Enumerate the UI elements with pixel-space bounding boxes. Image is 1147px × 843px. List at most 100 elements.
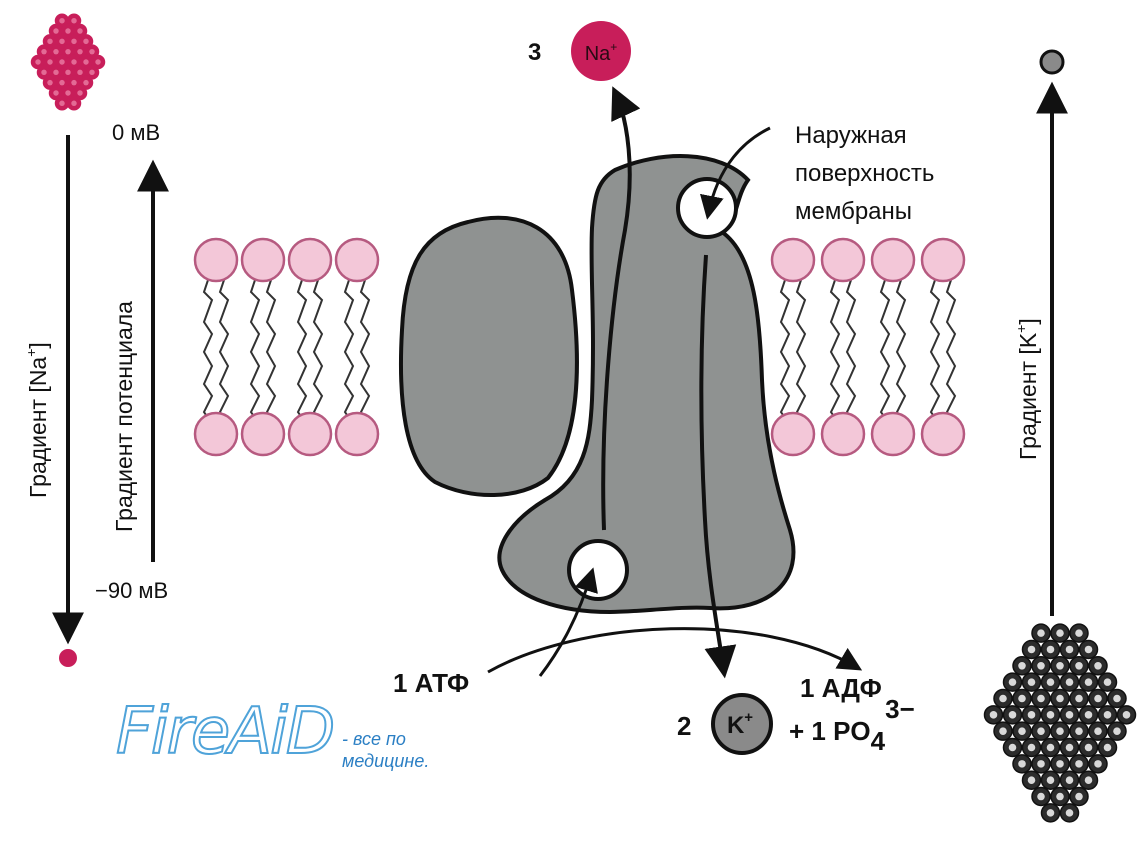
sodium-ion-dot-highlight: [65, 70, 70, 75]
lipid-head-top: [772, 239, 814, 281]
sodium-ion-dot-highlight: [53, 49, 58, 54]
outer-surface-label: Наружная поверхность мембраны: [795, 122, 941, 225]
sodium-ion-dot-highlight: [53, 28, 58, 33]
potassium-ion-dot-highlight: [1037, 629, 1045, 637]
adp-label: 1 АДФ: [800, 673, 882, 703]
potassium-gradient-label: Градиент [K+]: [1013, 318, 1041, 460]
lipid-head-top: [289, 239, 331, 281]
lipid-tail: [251, 280, 259, 418]
potassium-ion-dot-highlight: [1028, 678, 1036, 686]
potassium-ion-dot-highlight: [1075, 727, 1083, 735]
potassium-ion-dot-highlight: [990, 711, 998, 719]
lipid-head-bottom: [872, 413, 914, 455]
potassium-ion-dot-highlight: [1075, 760, 1083, 768]
lipid-tail: [267, 280, 275, 418]
potassium-ion-dot-highlight: [1009, 744, 1017, 752]
lipid-bilayer-left: [195, 239, 378, 455]
potassium-ion-dot-highlight: [1085, 744, 1093, 752]
sodium-ion-dot-highlight: [71, 80, 76, 85]
lipid-tail: [897, 280, 905, 418]
potassium-ion-dot-highlight: [1047, 744, 1055, 752]
potassium-ion-dot-highlight: [1056, 695, 1064, 703]
potassium-ion-dot-highlight: [1037, 760, 1045, 768]
sodium-ion-dot-highlight: [47, 59, 52, 64]
lipid-head-top: [195, 239, 237, 281]
lipid-tail: [931, 280, 939, 418]
potassium-ion-dot-highlight: [1075, 793, 1083, 801]
sodium-ion-dot-highlight: [65, 90, 70, 95]
sodium-ion-dot-highlight: [77, 90, 82, 95]
watermark: FireAiD - все по медицине.: [116, 700, 333, 764]
lipid-head-top: [922, 239, 964, 281]
potassium-ion-dot-highlight: [1066, 744, 1074, 752]
potassium-gradient-high-cluster: [985, 624, 1136, 822]
potassium-ion-dot-highlight: [1066, 646, 1074, 654]
sodium-ion-dot-highlight: [65, 28, 70, 33]
sodium-ion-dot-highlight: [71, 101, 76, 106]
potassium-ion-dot-highlight: [1104, 678, 1112, 686]
potassium-ion-dot-highlight: [999, 695, 1007, 703]
protein-beta-subunit: [401, 218, 577, 495]
sodium-ion-dot-highlight: [47, 39, 52, 44]
potassium-ion-dot-highlight: [1047, 776, 1055, 784]
potassium-ion-dot-highlight: [1009, 711, 1017, 719]
potassium-ion-dot-highlight: [1018, 662, 1026, 670]
sodium-ion-dot-highlight: [41, 49, 46, 54]
sodium-ion-dot-highlight: [65, 49, 70, 54]
lipid-head-top: [242, 239, 284, 281]
sodium-ion-dot-highlight: [71, 18, 76, 23]
potassium-ion-dot-highlight: [1028, 744, 1036, 752]
sodium-ion-dot-highlight: [41, 70, 46, 75]
sodium-ion-dot-highlight: [53, 90, 58, 95]
sodium-ion-dot-highlight: [89, 49, 94, 54]
potassium-ion-dot-highlight: [1123, 711, 1131, 719]
potassium-ion-dot-highlight: [1085, 678, 1093, 686]
lipid-head-bottom: [242, 413, 284, 455]
sodium-ion-dot-highlight: [77, 49, 82, 54]
lipid-tail: [831, 280, 839, 418]
potassium-ion-dot-highlight: [1066, 678, 1074, 686]
potassium-ion-dot-highlight: [1094, 662, 1102, 670]
sodium-gradient-high-cluster: [32, 14, 105, 110]
potassium-ion-dot-highlight: [1028, 711, 1036, 719]
lipid-tail: [314, 280, 322, 418]
atp-hydrolysis-arrow: [488, 629, 858, 672]
lipid-tail: [797, 280, 805, 418]
atp-binding-pocket: [569, 541, 627, 599]
potassium-ion-dot-highlight: [1066, 711, 1074, 719]
sodium-ion-dot-highlight: [83, 59, 88, 64]
lipid-head-top: [822, 239, 864, 281]
potassium-ion-dot-highlight: [1075, 629, 1083, 637]
potassium-ion-dot-highlight: [1037, 695, 1045, 703]
potassium-ion-dot-highlight: [1113, 727, 1121, 735]
sodium-ion-dot-highlight: [47, 80, 52, 85]
watermark-logo: FireAiD: [116, 700, 333, 764]
sodium-ion-dot-highlight: [59, 59, 64, 64]
outer-binding-pocket: [678, 179, 736, 237]
sodium-ion-dot-highlight: [59, 80, 64, 85]
sodium-count-label: 3: [528, 39, 541, 66]
lipid-head-bottom: [822, 413, 864, 455]
potassium-ion-dot-highlight: [1075, 695, 1083, 703]
potassium-ion-dot-highlight: [1037, 727, 1045, 735]
watermark-tagline: - все по медицине.: [342, 728, 542, 772]
potassium-ion-dot-highlight: [1085, 711, 1093, 719]
lipid-tail: [298, 280, 306, 418]
lipid-tail: [361, 280, 369, 418]
atp-label: 1 АТФ: [393, 668, 469, 698]
lipid-head-bottom: [289, 413, 331, 455]
potassium-ion-dot-highlight: [1066, 776, 1074, 784]
potassium-ion-dot-highlight: [1018, 727, 1026, 735]
sodium-ion-dot-highlight: [59, 18, 64, 23]
potassium-ion-dot-highlight: [1018, 695, 1026, 703]
sodium-ion-dot-highlight: [59, 101, 64, 106]
zero-mv-label: 0 мВ: [112, 120, 160, 145]
potassium-ion-dot-highlight: [1056, 793, 1064, 801]
lipid-tail: [947, 280, 955, 418]
lipid-tail: [204, 280, 212, 418]
lipid-head-bottom: [922, 413, 964, 455]
sodium-ion-dot-highlight: [59, 39, 64, 44]
potassium-ion-dot-highlight: [1028, 776, 1036, 784]
potassium-ion-dot-highlight: [1066, 809, 1074, 817]
potassium-ion-dot-highlight: [1047, 711, 1055, 719]
